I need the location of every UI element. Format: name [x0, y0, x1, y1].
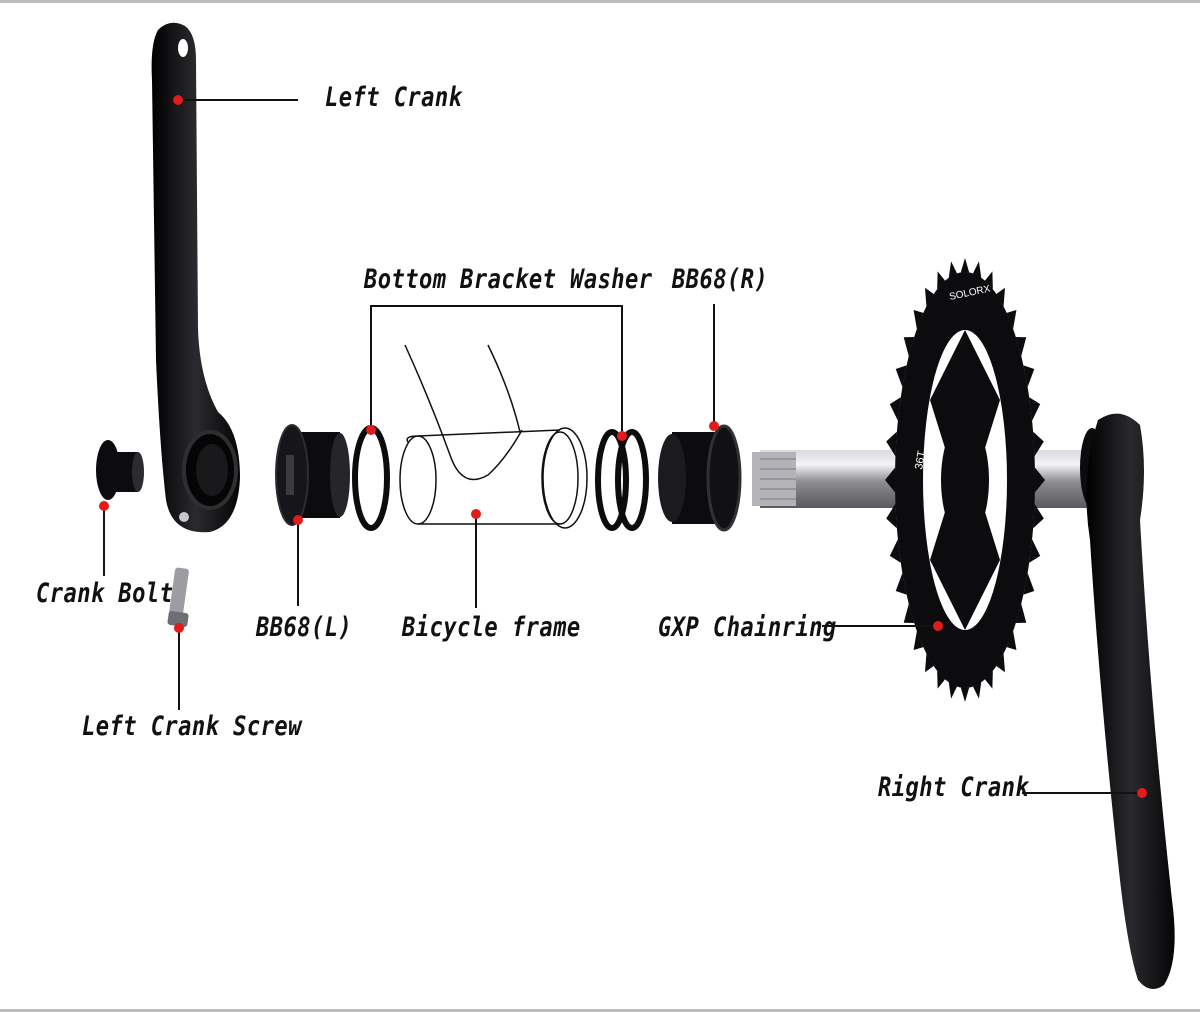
chainring-tooth — [996, 653, 1005, 673]
chainring-tooth — [1029, 397, 1041, 421]
chainring-tooth — [960, 687, 970, 702]
chainring-tooth — [996, 287, 1005, 307]
left-crank-arm — [151, 22, 240, 533]
label-gxp-chainring: GXP Chainring — [658, 612, 837, 643]
chainring-tooth — [937, 271, 946, 290]
label-bottom-bracket-washer: Bottom Bracket Washer — [364, 264, 653, 295]
chainring-tooth — [1006, 309, 1017, 329]
right-crank-arm — [1080, 413, 1175, 990]
chainring-tooth — [972, 261, 982, 278]
chainring-tooth — [925, 287, 934, 307]
bb68-left-cup — [275, 424, 350, 526]
part-markers — [99, 95, 1147, 798]
chainring-tooth — [1015, 336, 1027, 357]
chainring-tooth — [972, 682, 982, 699]
label-right-crank: Right Crank — [878, 772, 1030, 803]
right-washers — [595, 429, 649, 531]
chainring: SOLORX 36T — [885, 258, 1045, 702]
chainring-tooth — [913, 631, 924, 651]
chainring-tooth — [886, 503, 897, 529]
label-left-crank-screw: Left Crank Screw — [82, 711, 302, 742]
chainring-tooth — [937, 670, 946, 689]
chainring-tooth — [913, 309, 924, 329]
chainring-tooth — [885, 467, 896, 493]
chainring-tooth — [984, 271, 993, 290]
label-bb68-right: BB68(R) — [672, 264, 769, 295]
chainring-tooth — [903, 603, 915, 624]
bb68-right-cup — [658, 424, 742, 532]
chainring-teeth-text: 36T — [913, 449, 928, 470]
label-left-crank: Left Crank — [325, 82, 463, 113]
chainring-tooth — [1015, 603, 1027, 624]
left-washer — [352, 425, 390, 531]
chainring-tooth — [895, 573, 907, 595]
chainring-tooth — [895, 365, 907, 387]
chainring-tooth — [1034, 467, 1045, 493]
chainring-tooth — [960, 258, 970, 273]
chainring-tooth — [1023, 365, 1035, 387]
label-bb68-left: BB68(L) — [256, 612, 353, 643]
chainring-tooth — [1029, 539, 1041, 563]
chainring-tooth — [886, 431, 897, 457]
chainring-tooth — [1033, 431, 1044, 457]
chainring-tooth — [925, 653, 934, 673]
chainring-tooth — [948, 261, 958, 278]
chainring-tooth — [889, 539, 901, 563]
crank-bolt — [96, 440, 144, 500]
chainring-tooth — [889, 397, 901, 421]
chainring-tooth — [1006, 631, 1017, 651]
chainring-tooth — [948, 682, 958, 699]
leader-lines — [103, 99, 1142, 794]
left-crank-screw — [167, 567, 189, 627]
chainring-tooth — [903, 336, 915, 357]
label-bicycle-frame: Bicycle frame — [402, 612, 581, 643]
chainring-tooth — [1033, 503, 1044, 529]
label-crank-bolt: Crank Bolt — [36, 578, 174, 609]
chainring-tooth — [1023, 573, 1035, 595]
bicycle-frame-shell — [399, 344, 588, 529]
chainring-tooth — [984, 670, 993, 689]
